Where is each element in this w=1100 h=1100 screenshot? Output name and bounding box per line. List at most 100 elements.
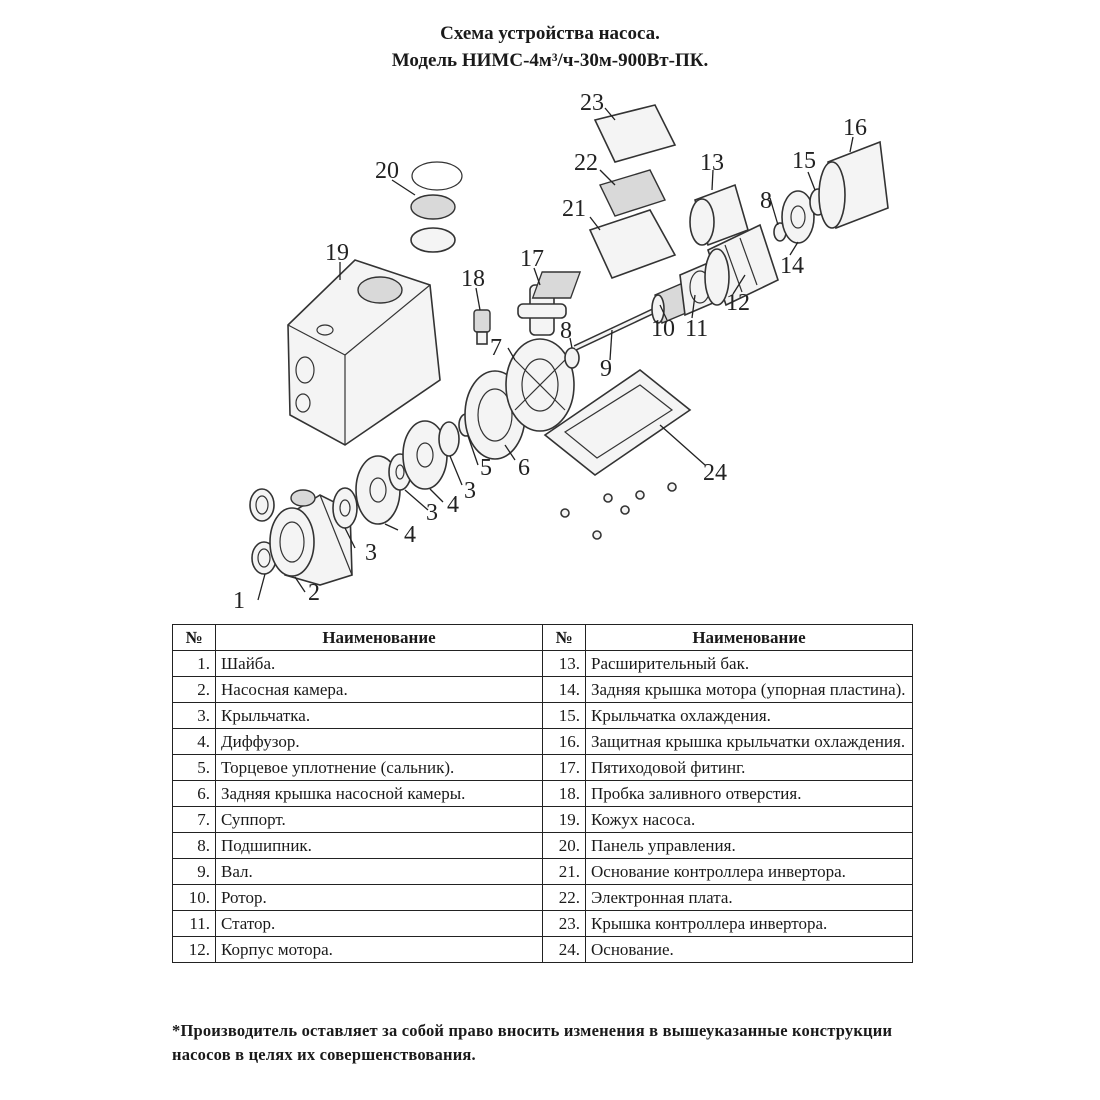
header-num-left: № (172, 624, 216, 651)
part-number-left: 9. (172, 858, 216, 885)
callout-17: 17 (520, 246, 544, 272)
callout-4a: 4 (404, 522, 416, 548)
part-name-right: Пробка заливного отверстия. (585, 780, 913, 807)
part-name-left: Подшипник. (215, 832, 543, 859)
callout-20: 20 (375, 158, 399, 184)
callout-labels: 1 2 3 3 3 4 4 5 6 7 8 8 9 10 11 12 13 14… (233, 90, 867, 614)
part-number-right: 20. (542, 832, 586, 859)
part-number-left: 7. (172, 806, 216, 833)
part-name-left: Суппорт. (215, 806, 543, 833)
pump-casing-part (287, 259, 441, 446)
table-row: 3.Крыльчатка.15.Крыльчатка охлаждения. (172, 702, 913, 729)
part-number-left: 2. (172, 676, 216, 703)
exploded-view-diagram: 1 2 3 3 3 4 4 5 6 7 8 8 9 10 11 12 13 14… (233, 90, 889, 614)
part-number-right: 22. (542, 884, 586, 911)
callout-13: 13 (700, 150, 724, 176)
part-name-right: Основание контроллера инвертора. (585, 858, 913, 885)
callout-10: 10 (651, 316, 675, 342)
footnote: *Производитель оставляет за собой право … (172, 1021, 893, 1064)
expansion-tank-part (689, 183, 749, 247)
part-name-right: Основание. (585, 936, 913, 963)
part-name-left: Корпус мотора. (215, 936, 543, 963)
shaft-part (573, 305, 662, 351)
part-name-right: Кожух насоса. (585, 806, 913, 833)
part-number-right: 24. (542, 936, 586, 963)
table-row: 10.Ротор.22.Электронная плата. (172, 884, 913, 911)
callout-3b: 3 (426, 500, 438, 526)
part-name-left: Крыльчатка. (215, 702, 543, 729)
header-name-left: Наименование (215, 624, 543, 651)
table-row: 6.Задняя крышка насосной камеры.18.Пробк… (172, 780, 913, 807)
callout-16: 16 (843, 115, 867, 141)
parts-table-header: № Наименование № Наименование (172, 624, 913, 651)
table-row: 2.Насосная камера.14.Задняя крышка мотор… (172, 676, 913, 703)
part-number-left: 5. (172, 754, 216, 781)
callout-8a: 8 (560, 318, 572, 344)
header-num-right: № (542, 624, 586, 651)
motor-housing-part (704, 223, 779, 307)
part-number-left: 12. (172, 936, 216, 963)
cooling-impeller-cover-part (818, 140, 889, 230)
part-number-right: 16. (542, 728, 586, 755)
impeller-3c (438, 421, 460, 457)
diagram-title-line2: Модель НИМС-4м³/ч-30м-900Вт-ПК. (391, 50, 709, 71)
part-number-left: 6. (172, 780, 216, 807)
control-panel-part (410, 161, 463, 253)
part-number-left: 10. (172, 884, 216, 911)
callout-11: 11 (685, 316, 708, 342)
pump-chamber-part (269, 489, 353, 586)
part-number-right: 17. (542, 754, 586, 781)
part-name-left: Торцевое уплотнение (сальник). (215, 754, 543, 781)
part-name-right: Крыльчатка охлаждения. (585, 702, 913, 729)
table-row: 7.Суппорт.19.Кожух насоса. (172, 806, 913, 833)
callout-3c: 3 (464, 478, 476, 504)
part-number-left: 8. (172, 832, 216, 859)
callout-9: 9 (600, 356, 612, 382)
filler-plug-part (473, 309, 491, 345)
electronic-board-part (599, 169, 666, 217)
callout-24: 24 (703, 460, 727, 486)
part-number-right: 21. (542, 858, 586, 885)
callout-2: 2 (308, 580, 320, 606)
part-number-left: 4. (172, 728, 216, 755)
controller-base-part (588, 209, 677, 280)
callout-7: 7 (490, 335, 502, 361)
part-name-right: Расширительный бак. (585, 650, 913, 677)
callout-4b: 4 (447, 492, 459, 518)
leader-lines (257, 107, 854, 601)
parts-table: № Наименование № Наименование 1.Шайба.13… (172, 624, 913, 963)
part-number-right: 19. (542, 806, 586, 833)
base-part (531, 271, 692, 476)
callout-5: 5 (480, 455, 492, 481)
part-name-left: Задняя крышка насосной камеры. (215, 780, 543, 807)
callout-19: 19 (325, 240, 349, 266)
part-name-left: Насосная камера. (215, 676, 543, 703)
part-name-right: Пятиходовой фитинг. (585, 754, 913, 781)
part-name-left: Диффузор. (215, 728, 543, 755)
table-row: 5.Торцевое уплотнение (сальник).17.Пятих… (172, 754, 913, 781)
callout-22: 22 (574, 150, 598, 176)
callout-1: 1 (233, 588, 245, 614)
callout-8b: 8 (760, 188, 772, 214)
diagram-title-line1: Схема устройства насоса. (440, 23, 660, 44)
callout-21: 21 (562, 196, 586, 222)
support-part (505, 338, 575, 432)
part-number-left: 11. (172, 910, 216, 937)
part-number-right: 14. (542, 676, 586, 703)
part-name-right: Задняя крышка мотора (упорная пластина). (585, 676, 913, 703)
part-name-left: Шайба. (215, 650, 543, 677)
header-name-right: Наименование (585, 624, 913, 651)
table-row: 12.Корпус мотора.24.Основание. (172, 936, 913, 963)
parts-table-body: 1.Шайба.13.Расширительный бак.2.Насосная… (172, 650, 913, 963)
part-name-right: Крышка контроллера инвертора. (585, 910, 913, 937)
screws-part (560, 482, 677, 540)
part-number-right: 23. (542, 910, 586, 937)
part-name-left: Ротор. (215, 884, 543, 911)
callout-15: 15 (792, 148, 816, 174)
bearing-part-a (564, 347, 580, 369)
part-name-right: Электронная плата. (585, 884, 913, 911)
table-row: 9.Вал.21.Основание контроллера инвертора… (172, 858, 913, 885)
part-name-right: Защитная крышка крыльчатки охлаждения. (585, 728, 913, 755)
callout-23: 23 (580, 90, 604, 116)
callout-3a: 3 (365, 540, 377, 566)
